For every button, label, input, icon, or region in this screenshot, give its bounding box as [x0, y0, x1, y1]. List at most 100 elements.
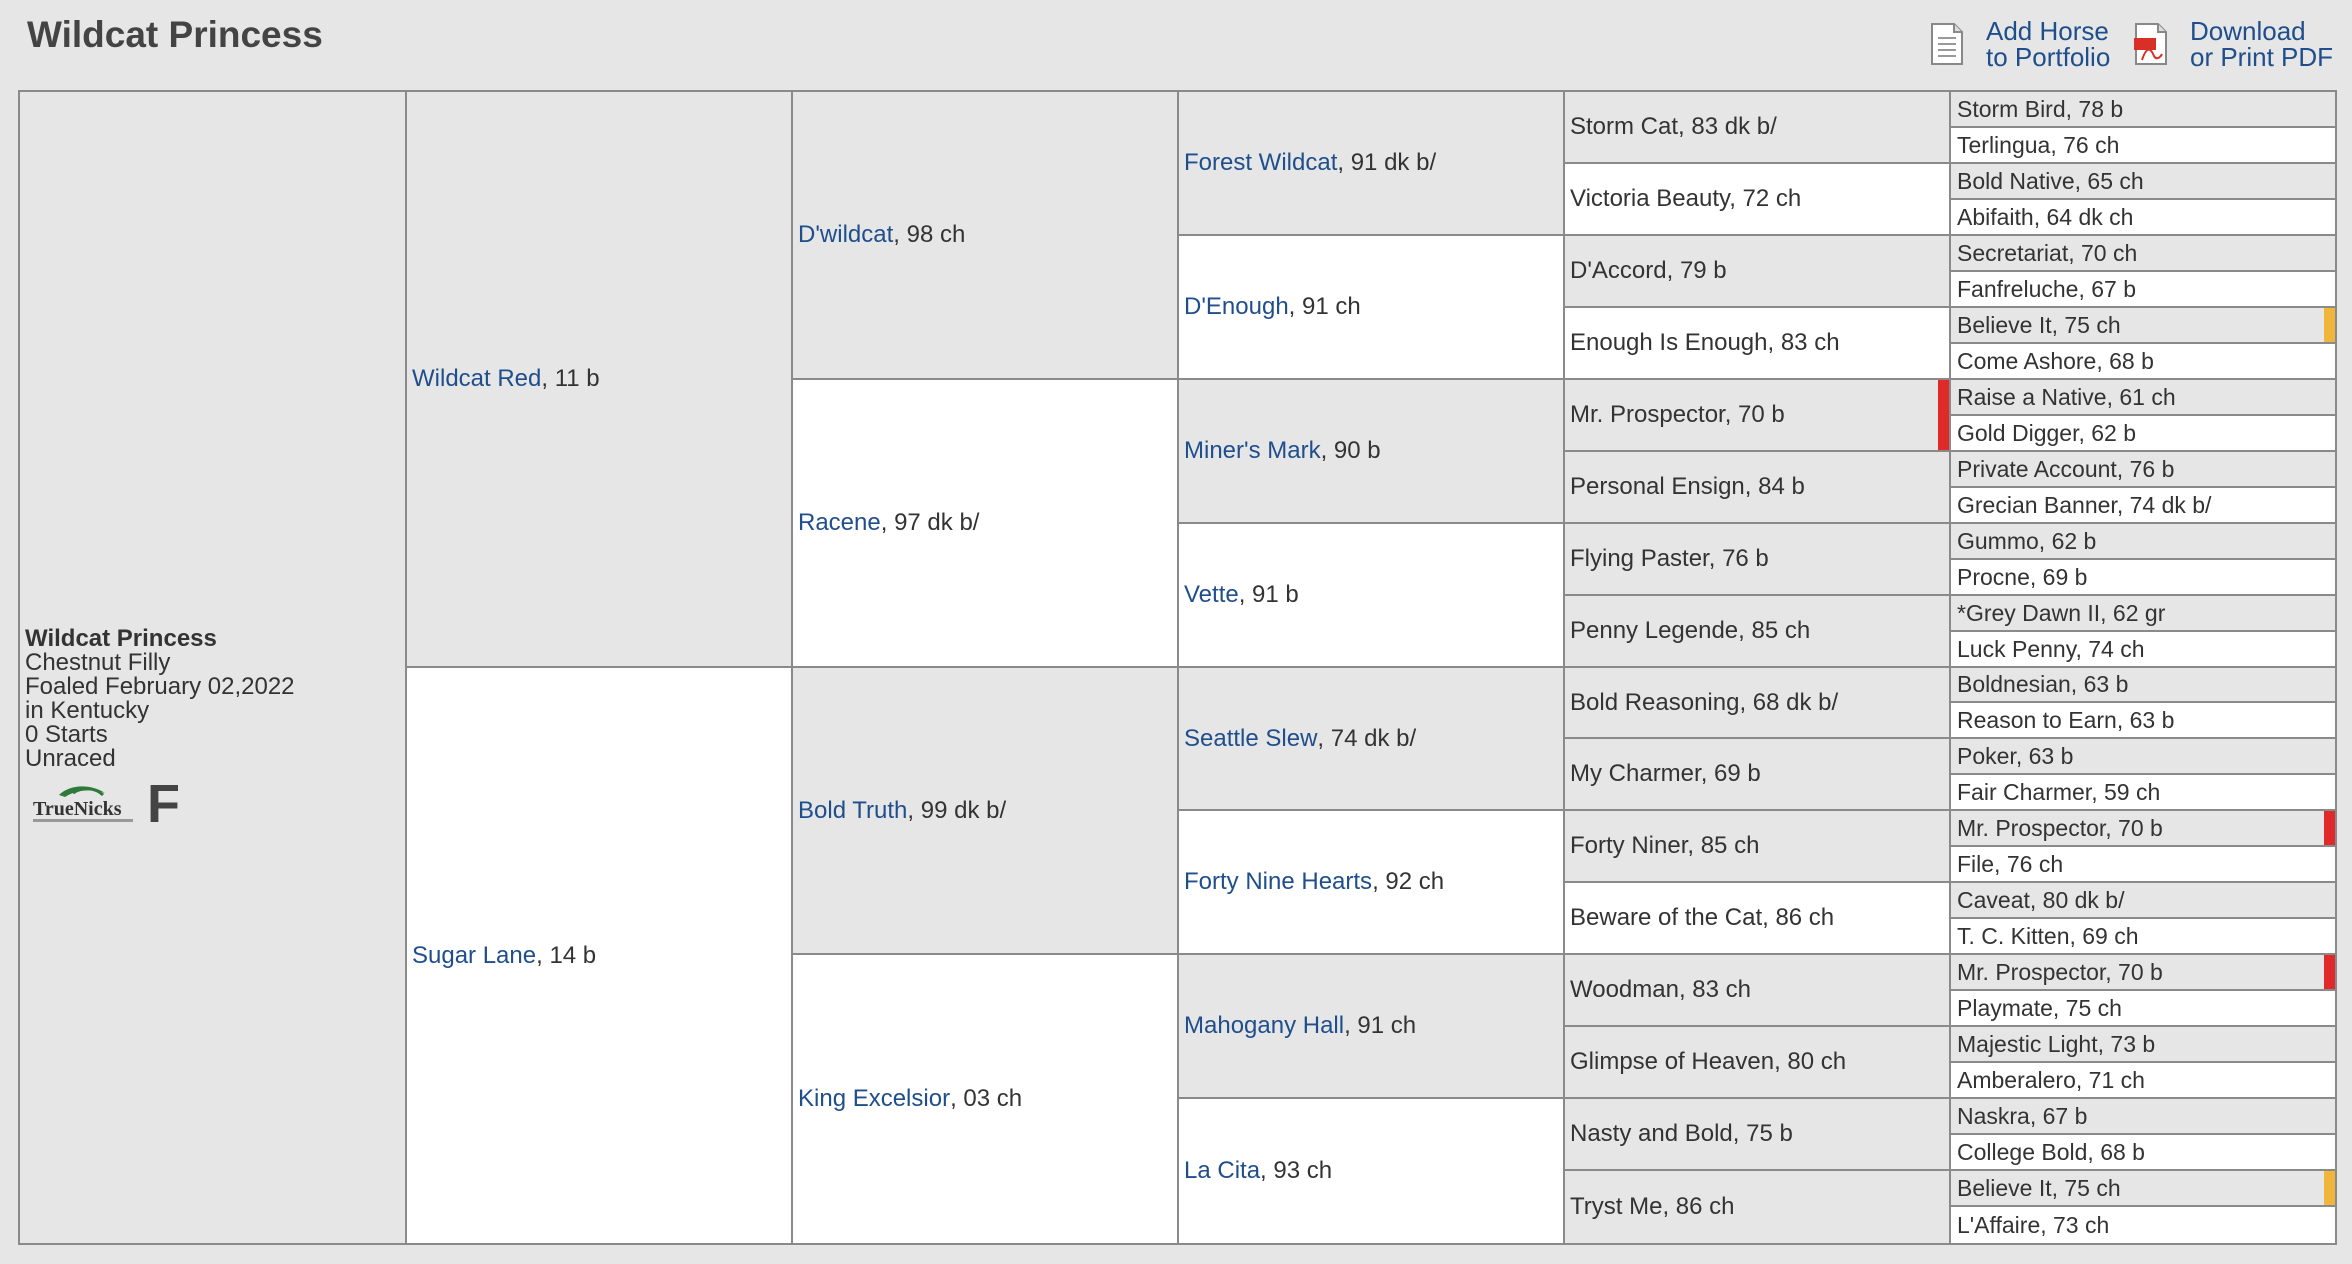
pedigree-cell[interactable]: Vette, 91 b [1179, 524, 1565, 668]
subject-name: Wildcat Princess [25, 624, 217, 652]
orange-marker [2324, 308, 2335, 342]
horse-name: Poker, 63 b [1957, 742, 2074, 769]
horse-link[interactable]: Seattle Slew [1184, 724, 1318, 752]
horse-name: Victoria Beauty, 72 ch [1570, 185, 1802, 212]
pedigree-cell: Glimpse of Heaven, 80 ch [1565, 1027, 1951, 1099]
horse-link[interactable]: Racene [798, 509, 881, 536]
pedigree-cell: Mr. Prospector, 70 b [1951, 955, 2335, 991]
document-icon [1931, 23, 1963, 65]
pedigree-chart: Wildcat Princess Chestnut Filly Foaled F… [18, 90, 2337, 1245]
pedigree-cell: Mr. Prospector, 70 b [1951, 811, 2335, 847]
pedigree-cell: Private Account, 76 b [1951, 452, 2335, 488]
horse-name: Woodman, 83 ch [1570, 976, 1751, 1003]
horse-name: Playmate, 75 ch [1957, 994, 2122, 1021]
red-marker [2324, 811, 2335, 845]
horse-name: Private Account, 76 b [1957, 455, 2175, 482]
horse-name: Grecian Banner, 74 dk b/ [1957, 491, 2212, 518]
horse-info: , 91 b [1238, 581, 1299, 608]
horse-name: Boldnesian, 63 b [1957, 671, 2129, 697]
horse-info: , 91 dk b/ [1337, 149, 1437, 176]
pedigree-cell[interactable]: Forest Wildcat, 91 dk b/ [1179, 92, 1565, 236]
download-pdf-button[interactable]: Download or Print PDF [2134, 18, 2333, 70]
horse-name: T. C. Kitten, 69 ch [1957, 922, 2139, 949]
pedigree-cell: Reason to Earn, 63 b [1951, 703, 2335, 739]
pedigree-cell: File, 76 ch [1951, 847, 2335, 883]
orange-marker [2324, 1171, 2335, 1205]
pedigree-cell: Enough Is Enough, 83 ch [1565, 308, 1951, 380]
pedigree-cell[interactable]: La Cita, 93 ch [1179, 1099, 1565, 1243]
horse-link[interactable]: D'wildcat [798, 221, 894, 248]
horse-link[interactable]: Forest Wildcat [1184, 149, 1338, 176]
horse-name: Naskra, 67 b [1957, 1102, 2088, 1129]
pedigree-cell: T. C. Kitten, 69 ch [1951, 919, 2335, 955]
subject-cell: Wildcat Princess Chestnut Filly Foaled F… [20, 92, 407, 1243]
red-marker [2324, 955, 2335, 989]
horse-name: Mr. Prospector, 70 b [1570, 401, 1785, 428]
pedigree-cell: Poker, 63 b [1951, 739, 2335, 775]
pedigree-cell: *Grey Dawn II, 62 gr [1951, 596, 2335, 632]
pedigree-cell: Naskra, 67 b [1951, 1099, 2335, 1135]
pedigree-cell[interactable]: Miner's Mark, 90 b [1179, 380, 1565, 524]
horse-link[interactable]: Bold Truth [798, 796, 908, 824]
pedigree-cell: Woodman, 83 ch [1565, 955, 1951, 1027]
pdf-icon [2134, 23, 2167, 65]
horse-name: College Bold, 68 b [1957, 1138, 2145, 1165]
pedigree-cell[interactable]: Seattle Slew, 74 dk b/ [1179, 668, 1565, 811]
add-to-portfolio-button[interactable]: Add Horse to Portfolio [1930, 18, 2110, 70]
pedigree-cell: Believe It, 75 ch [1951, 308, 2335, 344]
horse-name: Storm Bird, 78 b [1957, 95, 2124, 122]
horse-name: Personal Ensign, 84 b [1570, 473, 1805, 500]
pedigree-cell: Amberalero, 71 ch [1951, 1063, 2335, 1099]
download-pdf-label[interactable]: Download or Print PDF [2190, 16, 2334, 72]
horse-link[interactable]: Wildcat Red [412, 365, 542, 392]
pedigree-cell[interactable]: Mahogany Hall, 91 ch [1179, 955, 1565, 1099]
horse-name: Storm Cat, 83 dk b/ [1570, 113, 1777, 140]
horse-link[interactable]: Mahogany Hall [1184, 1012, 1345, 1039]
pedigree-cell: Boldnesian, 63 b [1951, 668, 2335, 703]
pedigree-cell[interactable]: King Excelsior, 03 ch [793, 955, 1179, 1243]
subject-detail: Foaled February 02,2022 [25, 672, 295, 700]
pedigree-cell: Caveat, 80 dk b/ [1951, 883, 2335, 919]
red-marker [1938, 380, 1949, 450]
pedigree-cell: Procne, 69 b [1951, 560, 2335, 596]
horse-link[interactable]: Sugar Lane [412, 941, 537, 969]
truenicks-rating: TrueNicks F [29, 777, 295, 831]
pedigree-cell: Come Ashore, 68 b [1951, 344, 2335, 380]
horse-name: Mr. Prospector, 70 b [1957, 958, 2163, 985]
horse-name: Terlingua, 76 ch [1957, 131, 2120, 158]
horse-link[interactable]: Forty Nine Hearts [1184, 868, 1373, 895]
horse-name: L'Affaire, 73 ch [1957, 1211, 2110, 1238]
pedigree-cell[interactable]: D'wildcat, 98 ch [793, 92, 1179, 380]
horse-name: Gummo, 62 b [1957, 527, 2097, 554]
horse-name: Believe It, 75 ch [1957, 311, 2121, 338]
pedigree-cell: Tryst Me, 86 ch [1565, 1171, 1951, 1243]
add-to-portfolio-label[interactable]: Add Horse to Portfolio [1986, 16, 2111, 72]
horse-info: , 99 dk b/ [907, 796, 1007, 824]
pedigree-cell: My Charmer, 69 b [1565, 739, 1951, 811]
horse-info: , 98 ch [893, 221, 966, 248]
pedigree-cell[interactable]: Bold Truth, 99 dk b/ [793, 668, 1179, 955]
horse-info: , 14 b [536, 941, 597, 969]
pedigree-cell: Abifaith, 64 dk ch [1951, 200, 2335, 236]
pedigree-cell[interactable]: Wildcat Red, 11 b [407, 92, 793, 668]
pedigree-cell: Personal Ensign, 84 b [1565, 452, 1951, 524]
pedigree-cell[interactable]: Racene, 97 dk b/ [793, 380, 1179, 668]
horse-name: *Grey Dawn II, 62 gr [1957, 599, 2166, 626]
horse-info: , 92 ch [1372, 868, 1445, 895]
horse-name: Forty Niner, 85 ch [1570, 832, 1760, 859]
pedigree-cell: Luck Penny, 74 ch [1951, 632, 2335, 668]
horse-link[interactable]: D'Enough [1184, 293, 1289, 320]
horse-link[interactable]: Vette [1184, 581, 1239, 608]
horse-name: Procne, 69 b [1957, 563, 2088, 590]
horse-name: Glimpse of Heaven, 80 ch [1570, 1048, 1847, 1075]
horse-name: Mr. Prospector, 70 b [1957, 814, 2163, 841]
pedigree-cell[interactable]: D'Enough, 91 ch [1179, 236, 1565, 380]
horse-link[interactable]: La Cita [1184, 1157, 1261, 1184]
horse-name: Believe It, 75 ch [1957, 1174, 2121, 1201]
pedigree-cell[interactable]: Forty Nine Hearts, 92 ch [1179, 811, 1565, 955]
horse-link[interactable]: Miner's Mark [1184, 437, 1321, 464]
horse-name: Come Ashore, 68 b [1957, 347, 2154, 374]
horse-link[interactable]: King Excelsior [798, 1085, 951, 1112]
pedigree-cell[interactable]: Sugar Lane, 14 b [407, 668, 793, 1243]
